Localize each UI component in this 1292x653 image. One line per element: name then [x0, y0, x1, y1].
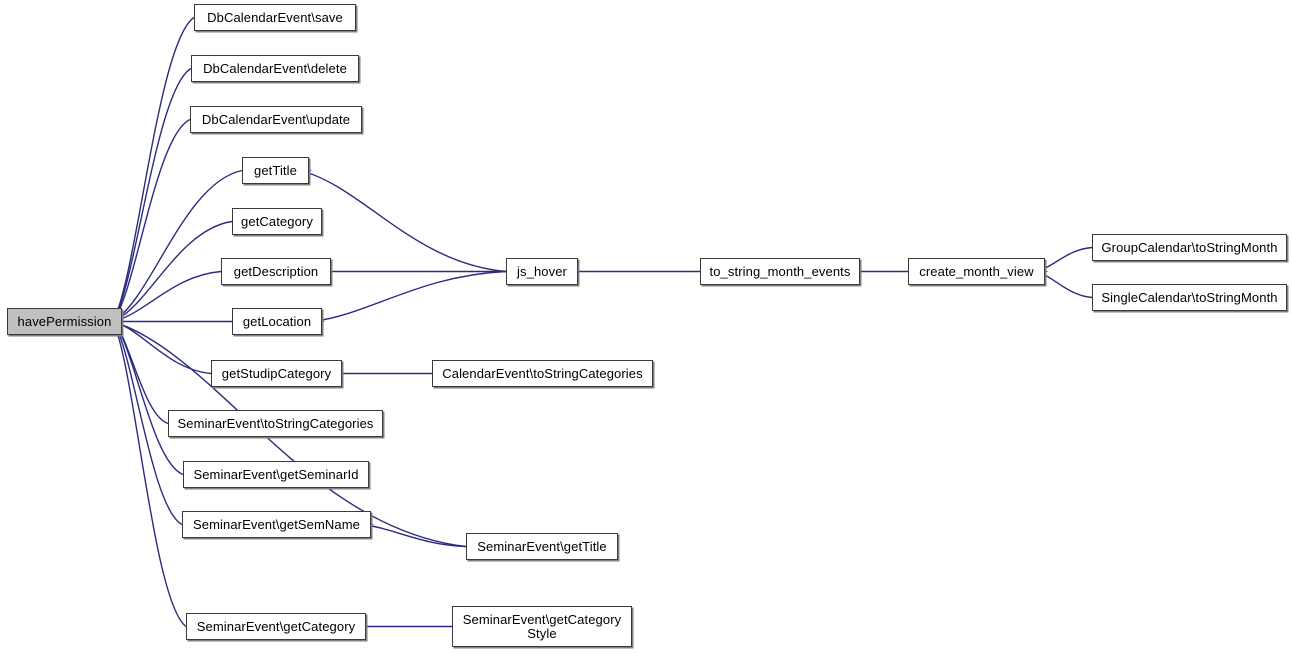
node-update[interactable]: DbCalendarEvent\update — [190, 106, 362, 133]
edge-js_hover-to-getLocation — [312, 270, 507, 323]
node-label: SeminarEvent\getCategory — [196, 618, 356, 634]
edge-getTitle-to-havePermission — [112, 169, 243, 323]
edge-getSemName-to-havePermission — [112, 321, 183, 526]
node-label: havePermission — [17, 313, 112, 329]
node-getSemName[interactable]: SeminarEvent\getSemName — [182, 511, 371, 538]
edge-update-to-havePermission — [112, 118, 191, 322]
node-seminarGetCategoryStyle[interactable]: SeminarEvent\getCategory Style — [452, 606, 632, 647]
node-calendarToStringCategories[interactable]: CalendarEvent\toStringCategories — [432, 360, 653, 387]
node-label: DbCalendarEvent\update — [201, 111, 351, 127]
edge-seminarGetCategory-to-havePermission — [112, 321, 187, 628]
node-label: SingleCalendar\toStringMonth — [1101, 289, 1278, 305]
edge-js_hover-to-getTitle — [299, 169, 507, 273]
node-label: GroupCalendar\toStringMonth — [1101, 239, 1278, 255]
node-getSeminarId[interactable]: SeminarEvent\getSeminarId — [183, 461, 369, 488]
node-label: SeminarEvent\getSeminarId — [193, 466, 359, 482]
node-to_string_month_events[interactable]: to_string_month_events — [700, 258, 860, 285]
edge-getSeminarId-to-havePermission — [112, 321, 184, 476]
edge-seminarGetTitle-to-havePermission — [112, 320, 467, 548]
node-seminarGetTitle[interactable]: SeminarEvent\getTitle — [466, 533, 618, 560]
node-getTitle[interactable]: getTitle — [242, 157, 309, 184]
node-label: SeminarEvent\getCategory Style — [462, 611, 622, 641]
node-label: DbCalendarEvent\delete — [203, 60, 347, 76]
node-js_hover[interactable]: js_hover — [506, 258, 578, 285]
node-label: to_string_month_events — [709, 263, 851, 279]
node-delete[interactable]: DbCalendarEvent\delete — [191, 55, 359, 82]
node-seminarToStringCategories[interactable]: SeminarEvent\toStringCategories — [168, 410, 383, 437]
node-label: SeminarEvent\toStringCategories — [177, 415, 374, 431]
node-groupToStringMonth[interactable]: GroupCalendar\toStringMonth — [1092, 234, 1287, 261]
node-label: CalendarEvent\toStringCategories — [442, 365, 643, 381]
node-getStudipCategory[interactable]: getStudipCategory — [211, 360, 342, 387]
node-label: getDescription — [233, 263, 319, 279]
node-create_month_view[interactable]: create_month_view — [908, 258, 1045, 285]
edge-delete-to-havePermission — [112, 67, 192, 322]
node-label: DbCalendarEvent\save — [207, 9, 343, 25]
edge-seminarGetTitle-to-getSemName — [361, 523, 467, 548]
node-getDescription[interactable]: getDescription — [221, 258, 331, 285]
node-havePermission[interactable]: havePermission — [7, 308, 122, 335]
node-singleToStringMonth[interactable]: SingleCalendar\toStringMonth — [1092, 284, 1287, 311]
node-getCategory[interactable]: getCategory — [232, 208, 322, 235]
edge-getCategory-to-havePermission — [112, 220, 233, 323]
node-label: create_month_view — [919, 263, 1034, 279]
node-label: getStudipCategory — [221, 365, 332, 381]
node-seminarGetCategory[interactable]: SeminarEvent\getCategory — [186, 613, 366, 640]
edge-getDescription-to-havePermission — [112, 270, 222, 323]
node-save[interactable]: DbCalendarEvent\save — [194, 4, 356, 31]
node-getLocation[interactable]: getLocation — [232, 308, 322, 335]
node-label: SeminarEvent\getTitle — [477, 538, 607, 554]
edge-save-to-havePermission — [112, 16, 195, 322]
node-label: SeminarEvent\getSemName — [192, 516, 361, 532]
node-label: getLocation — [242, 313, 312, 329]
node-label: getCategory — [241, 213, 313, 229]
node-label: getTitle — [254, 162, 297, 178]
node-label: js_hover — [517, 263, 567, 279]
